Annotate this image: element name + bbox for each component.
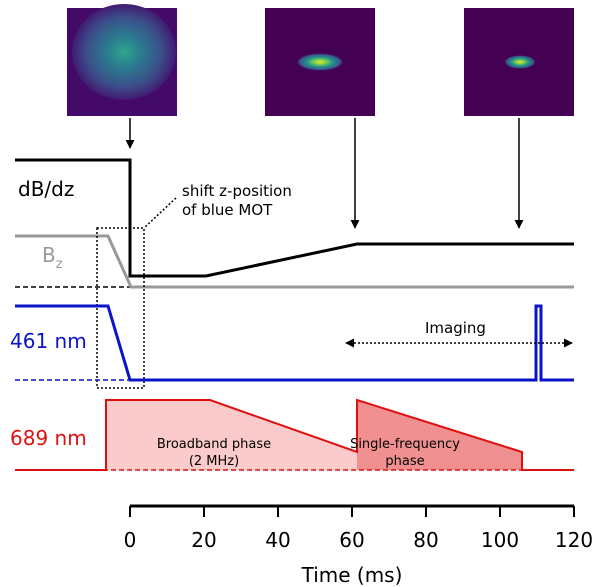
single-frequency-label-line1: Single-frequency [350,437,460,452]
dbdz-trace [15,158,574,278]
bz-label: Bz [42,243,63,272]
cloud-image-2 [265,8,375,116]
tick-label: 80 [413,528,438,552]
tick-label: 120 [555,528,593,552]
broadband-label-line1: Broadband phase [157,437,271,452]
broadband-phase-fill [106,400,357,470]
shift-annotation-line2: of blue MOT [182,201,273,219]
cloud-image-3 [464,8,574,116]
red-label: 689 nm [10,426,87,450]
time-axis-label: Time (ms) [301,563,403,587]
dbdz-label: dB/dz [18,177,74,201]
bz-trace [15,234,574,289]
tick-label: 40 [265,528,290,552]
red-trace [15,398,574,471]
tick-label: 0 [124,528,137,552]
tick-label: 20 [191,528,216,552]
shift-pointer [143,197,177,229]
blue-label: 461 nm [10,329,87,353]
tick-label: 100 [481,528,519,552]
single-frequency-fill [357,400,522,470]
shift-annotation-line1: shift z-position [182,182,292,200]
single-frequency-label-line2: phase [385,454,424,469]
broadband-label-line2: (2 MHz) [189,454,239,469]
tick-label: 60 [339,528,364,552]
time-axis-ticks: 0 20 40 60 80 100 120 [124,506,593,552]
shift-box [96,227,145,389]
cloud-image-1 [67,4,177,116]
imaging-label: Imaging [425,319,486,337]
